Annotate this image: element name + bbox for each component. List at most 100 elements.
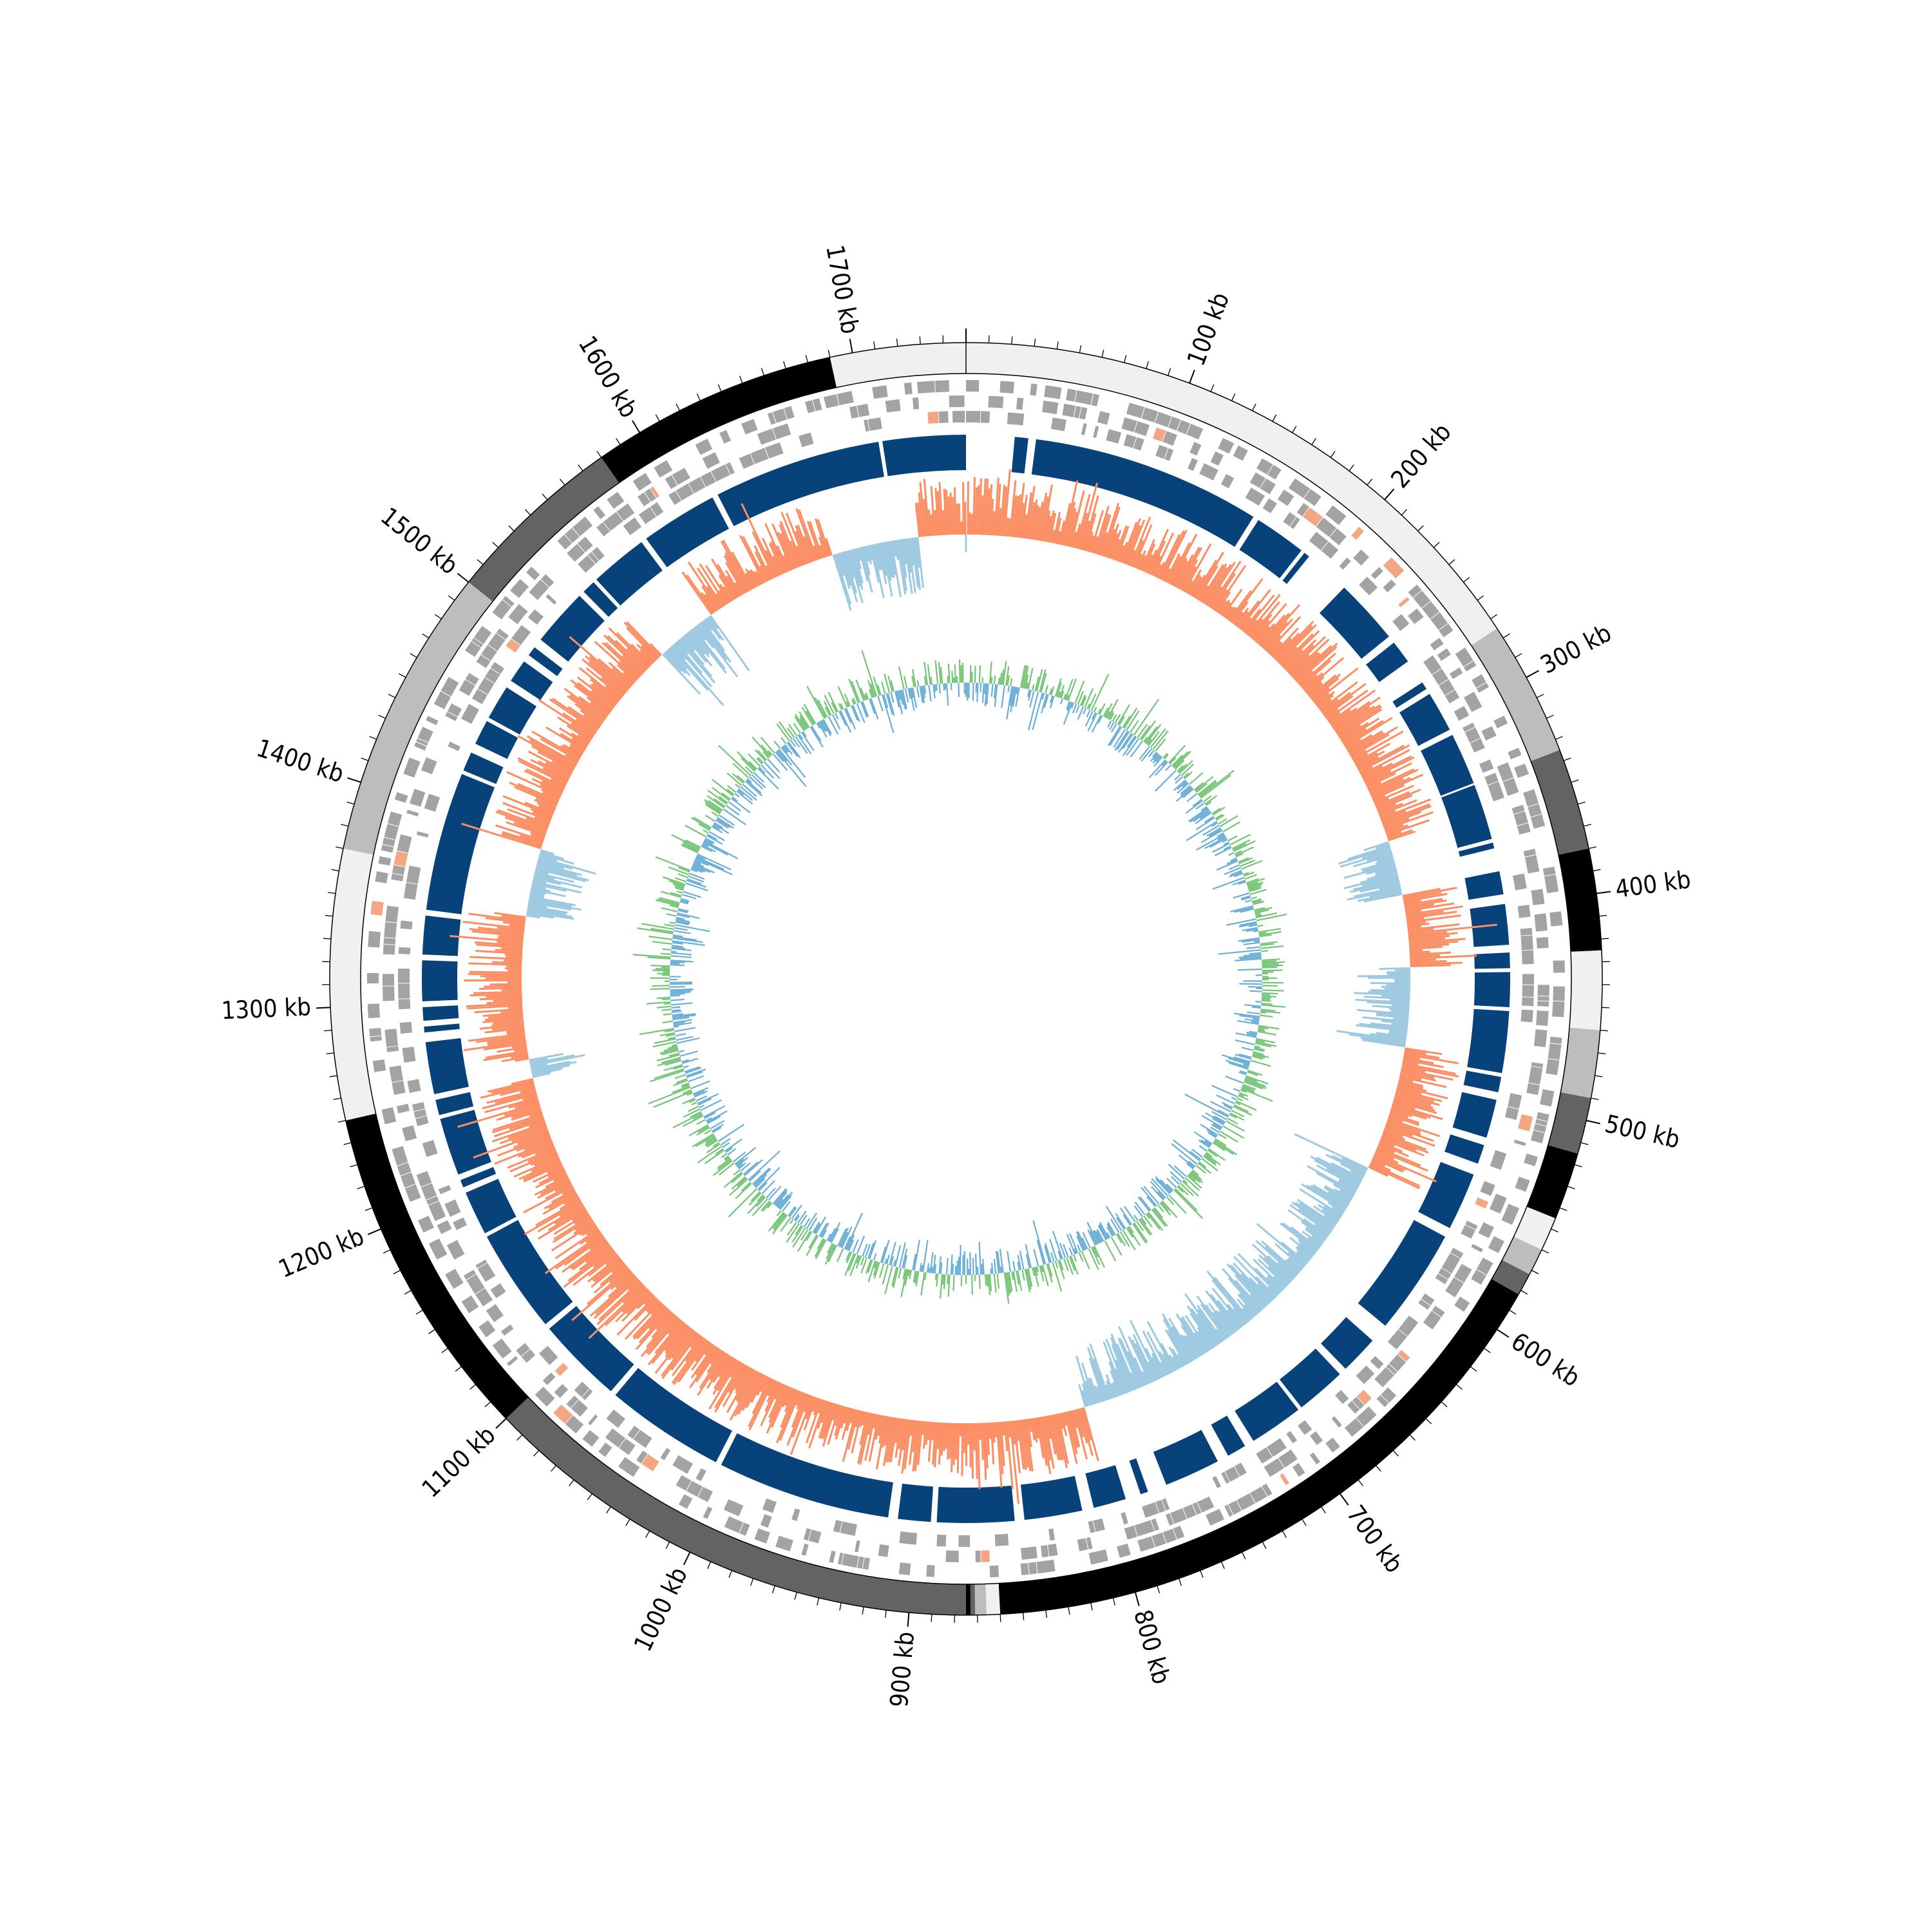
gc-skew-bar bbox=[711, 811, 719, 817]
gc-content-bar bbox=[1378, 802, 1403, 815]
gc-skew-bar bbox=[723, 808, 746, 826]
gc-skew-bar bbox=[1081, 696, 1087, 707]
gc-skew-bar bbox=[816, 723, 821, 729]
cds-feature bbox=[719, 430, 731, 444]
cds-feature bbox=[1106, 429, 1122, 444]
gc-content-bar bbox=[1099, 532, 1108, 556]
gc-content-bar bbox=[1294, 642, 1338, 682]
gc-content-bar bbox=[698, 623, 728, 661]
gc-skew-bar bbox=[869, 1240, 877, 1260]
gc-content-bar bbox=[765, 565, 774, 580]
gc-skew-bar bbox=[1093, 1245, 1105, 1268]
gc-skew-bar bbox=[1105, 1206, 1122, 1232]
gc-content-bar bbox=[1406, 910, 1444, 918]
gc-skew-bar bbox=[1133, 1215, 1139, 1221]
gc-skew-bar bbox=[1162, 752, 1168, 759]
gc-skew-bar bbox=[676, 916, 685, 920]
gc-skew-bar bbox=[900, 689, 906, 710]
gc-skew-bar bbox=[647, 956, 671, 960]
gc-content-bar bbox=[709, 1352, 728, 1381]
gc-skew-bar bbox=[1244, 1079, 1267, 1089]
gc-content-bar bbox=[748, 1378, 773, 1428]
gc-skew-bar bbox=[1261, 1003, 1273, 1005]
gc-content-bar bbox=[1253, 1258, 1285, 1290]
minor-tick bbox=[524, 509, 531, 516]
gc-content-bar bbox=[875, 1414, 882, 1440]
gc-content-bar bbox=[1007, 518, 1011, 537]
gc-content-bar bbox=[699, 563, 727, 605]
gc-content-bar bbox=[528, 899, 582, 911]
gc-content-bar bbox=[1392, 1103, 1443, 1121]
gc-skew-bar bbox=[1059, 698, 1063, 705]
gc-skew-bar bbox=[734, 793, 740, 798]
gc-skew-bar bbox=[1027, 668, 1034, 690]
gc-skew-bar bbox=[1225, 1059, 1249, 1068]
gc-skew-bar bbox=[1255, 1041, 1277, 1047]
gc-content-bar bbox=[488, 1014, 524, 1019]
cds-feature bbox=[1162, 1528, 1177, 1544]
gc-skew-bar bbox=[686, 879, 706, 888]
cds-feature bbox=[367, 1003, 380, 1019]
gc-content-bar bbox=[1399, 1074, 1422, 1081]
gc-skew-bar bbox=[677, 909, 688, 914]
gc-content-bar bbox=[1121, 522, 1138, 564]
cds-feature bbox=[368, 931, 381, 948]
gc-skew-bar bbox=[1262, 994, 1271, 996]
gc-content-bar bbox=[1252, 620, 1270, 641]
gc-content-bar bbox=[491, 1081, 535, 1094]
gc-skew-bar bbox=[690, 1111, 702, 1118]
gc-content-bar bbox=[748, 570, 759, 587]
minor-tick bbox=[484, 1401, 491, 1408]
gc-skew-bar bbox=[1171, 754, 1184, 767]
minor-tick bbox=[1448, 559, 1455, 565]
gc-content-bar bbox=[795, 507, 817, 562]
gc-content-bar bbox=[498, 934, 524, 940]
gc-skew-bar bbox=[1007, 675, 1010, 686]
gc-skew-bar bbox=[1233, 892, 1250, 899]
gc-content-bar bbox=[632, 1303, 665, 1338]
gc-content-bar bbox=[855, 1410, 862, 1428]
gc-content-bar bbox=[551, 697, 599, 731]
gc-content-bar bbox=[1238, 1293, 1258, 1315]
gc-content-bar bbox=[878, 542, 887, 576]
cds-feature bbox=[1224, 1466, 1240, 1482]
gc-skew-bar bbox=[1242, 927, 1258, 931]
cds-feature bbox=[994, 1533, 1009, 1546]
gc-content-bar bbox=[1211, 1279, 1249, 1323]
cds-feature bbox=[538, 1345, 558, 1365]
major-tick bbox=[632, 420, 641, 433]
gc-content-bar bbox=[1257, 1283, 1274, 1301]
gc-skew-bar bbox=[1257, 1029, 1265, 1032]
gc-skew-bar bbox=[722, 1142, 730, 1148]
gc-skew-bar bbox=[881, 1240, 890, 1264]
gc-content-bar bbox=[1294, 1202, 1334, 1229]
gc-skew-bar bbox=[1115, 1233, 1122, 1244]
blast-hit bbox=[1239, 520, 1302, 578]
minor-tick bbox=[616, 438, 621, 445]
gc-content-bar bbox=[1182, 1335, 1198, 1359]
gc-content-bar bbox=[938, 1422, 943, 1465]
gc-content-bar bbox=[817, 518, 831, 556]
gc-skew-bar bbox=[1229, 1113, 1237, 1119]
gc-content-bar bbox=[786, 1393, 808, 1446]
gc-content-bar bbox=[496, 1106, 541, 1121]
gc-content-bar bbox=[508, 1098, 539, 1109]
gc-content-bar bbox=[1410, 958, 1437, 962]
gc-skew-bar bbox=[738, 1162, 746, 1170]
minor-tick bbox=[1595, 1075, 1603, 1077]
gc-content-bar bbox=[1303, 1218, 1329, 1237]
contig-segment bbox=[1569, 950, 1603, 1030]
gc-content-bar bbox=[667, 648, 688, 670]
gc-content-bar bbox=[1141, 1370, 1150, 1385]
cds-feature bbox=[1536, 1010, 1549, 1027]
gc-content-bar bbox=[1383, 1128, 1404, 1138]
gc-skew-bar bbox=[661, 1009, 672, 1011]
minor-tick bbox=[327, 892, 336, 895]
minor-tick bbox=[1292, 426, 1297, 433]
gc-skew-bar bbox=[1212, 842, 1230, 853]
gc-content-bar bbox=[1150, 555, 1162, 576]
gc-content-bar bbox=[530, 759, 570, 781]
gc-content-bar bbox=[1387, 1119, 1421, 1133]
gc-content-bar bbox=[567, 1247, 613, 1282]
gc-content-bar bbox=[1385, 824, 1404, 833]
